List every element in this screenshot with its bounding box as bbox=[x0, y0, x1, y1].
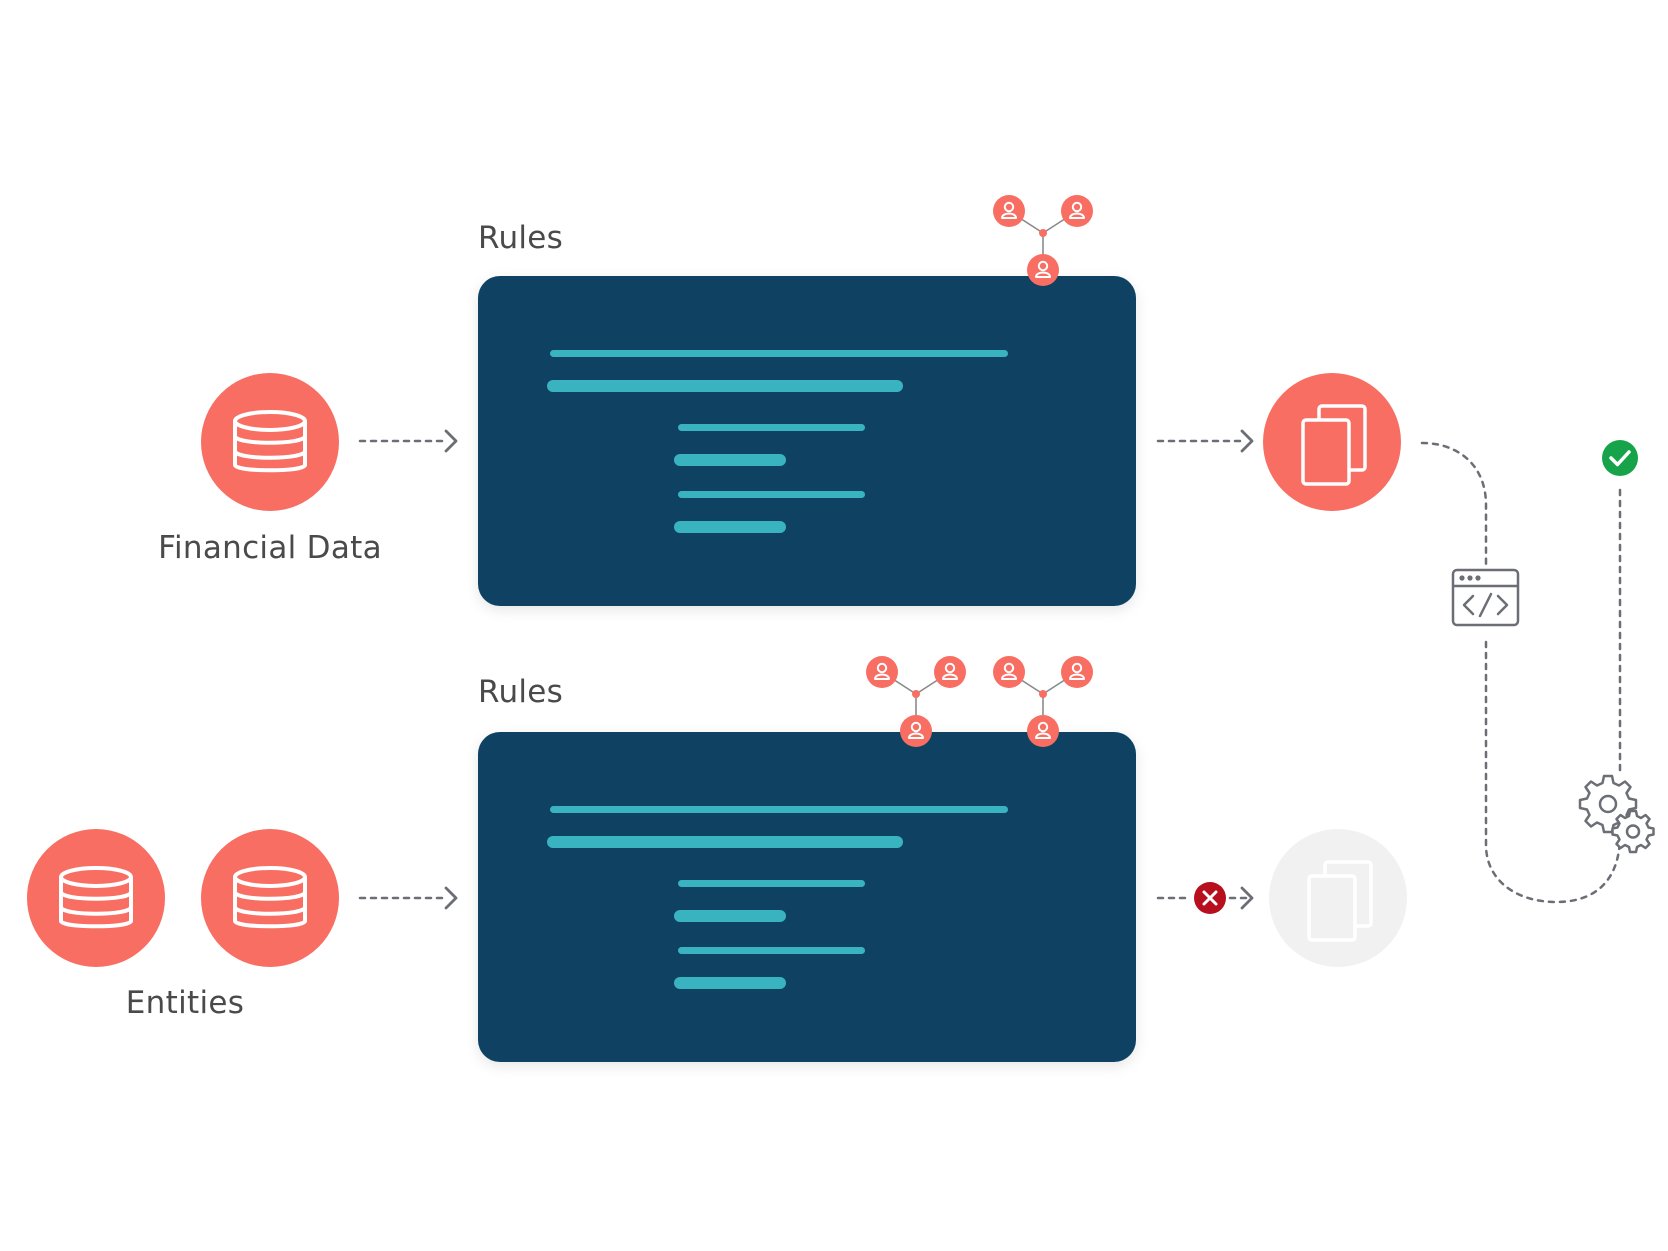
code-line bbox=[547, 836, 903, 848]
arrowhead-icon bbox=[444, 886, 458, 910]
database-icon bbox=[233, 410, 307, 473]
collaborators-network-icon bbox=[866, 656, 966, 747]
collaborators-network-icon bbox=[993, 195, 1093, 286]
database-icon bbox=[59, 866, 133, 929]
financial-data-label: Financial Data bbox=[158, 530, 382, 566]
documents-icon bbox=[1307, 860, 1373, 942]
code-line bbox=[550, 806, 1008, 813]
database-icon bbox=[233, 866, 307, 929]
rules-title-bottom: Rules bbox=[478, 674, 564, 710]
code-line bbox=[678, 424, 865, 431]
documents-icon bbox=[1301, 404, 1367, 486]
arrowhead-icon bbox=[1240, 429, 1254, 453]
code-line bbox=[674, 454, 786, 466]
rules-panel-bottom bbox=[478, 732, 1136, 1062]
code-line bbox=[674, 521, 786, 533]
entities-label: Entities bbox=[125, 985, 245, 1021]
rules-panel-top bbox=[478, 276, 1136, 606]
error-x-icon bbox=[1194, 882, 1226, 914]
financial-data-source bbox=[201, 373, 339, 511]
collaborators-network-icon bbox=[993, 656, 1093, 747]
code-line bbox=[674, 910, 786, 922]
arrowhead-icon bbox=[444, 429, 458, 453]
output-documents-disabled bbox=[1269, 829, 1407, 967]
output-documents-active bbox=[1263, 373, 1401, 511]
code-window-icon bbox=[1451, 568, 1520, 627]
rules-title-top: Rules bbox=[478, 220, 564, 256]
gears-icon bbox=[1578, 774, 1655, 854]
success-check-icon bbox=[1602, 440, 1638, 476]
code-line bbox=[674, 977, 786, 989]
code-line bbox=[550, 350, 1008, 357]
code-line bbox=[678, 880, 865, 887]
pipeline-path-1 bbox=[1420, 441, 1488, 567]
entities-source-1 bbox=[27, 829, 165, 967]
arrowhead-icon bbox=[1240, 886, 1254, 910]
code-line bbox=[547, 380, 903, 392]
pipeline-path-2 bbox=[1484, 640, 1622, 904]
code-line bbox=[678, 947, 865, 954]
code-line bbox=[678, 491, 865, 498]
entities-source-2 bbox=[201, 829, 339, 967]
